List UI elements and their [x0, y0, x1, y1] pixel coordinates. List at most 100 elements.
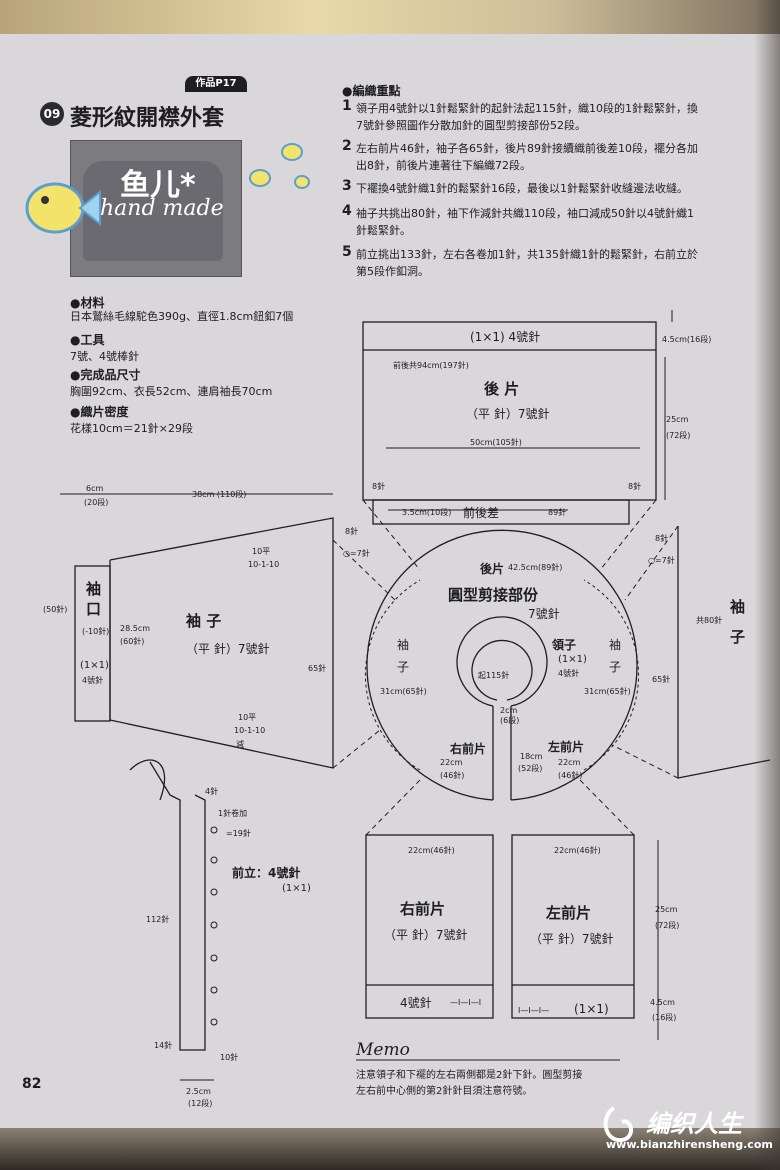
memo-heading: Memo — [356, 1040, 410, 1060]
right-front-pattern: （平 針）7號針 — [384, 928, 468, 942]
tools-heading: ●工具 — [70, 333, 105, 347]
left-front-width: 22cm(46針) — [554, 846, 601, 855]
right-sleeve-seam-mid: ○=7針 — [648, 556, 675, 565]
pattern-reference-tag: 作品P17 — [185, 76, 247, 92]
back-diff-right: 89針 — [548, 508, 567, 517]
instructions-heading: ●編織重點 — [342, 84, 401, 98]
yoke-sleeve-right-2: 子 — [609, 660, 622, 674]
gauge-text: 花樣10cm＝21針×29段 — [70, 422, 193, 435]
sleeve-top-width-rows: (20段) — [84, 498, 109, 507]
yoke-back-label: 後片 — [480, 562, 505, 576]
yoke-right-front-name: 右前片 — [450, 742, 487, 756]
collar-cast-on: 起115針 — [478, 671, 510, 680]
yoke-left-front-stitches: (46針) — [558, 771, 583, 780]
left-sleeve-stitches: 65針 — [308, 664, 327, 673]
right-sleeve-name-2: 子 — [730, 628, 746, 646]
instruction-step-number: 1 — [342, 98, 352, 114]
yoke-left-front-name: 左前片 — [548, 740, 585, 754]
yoke-sleeve-left-2: 子 — [397, 660, 410, 674]
yoke-height: 18cm — [520, 752, 543, 761]
sleeve-seam-top: 8針 — [345, 527, 359, 536]
site-logo-text: 编织人生 — [646, 1110, 742, 1138]
sleeve-seam-mid: ○=7針 — [343, 549, 370, 558]
instruction-step-text: 前立挑出133針，左右各卷加1針，共135針織1針的鬆緊針，右前立於 — [356, 248, 698, 261]
yoke-right-front-width: 22cm — [440, 758, 463, 767]
yoke-sleeve-left-stitches: 31cm(65針) — [380, 687, 427, 696]
yoke-height-rows: (52段) — [518, 764, 543, 773]
cuff-needle: 4號針 — [82, 676, 104, 685]
cuff-name-1: 袖 — [86, 580, 102, 598]
right-sleeve-pickup: 共80針 — [696, 616, 723, 625]
instruction-step-text: 針鬆緊針。 — [356, 224, 411, 237]
left-front-outline — [511, 834, 635, 1019]
yoke-left-front-width: 22cm — [558, 758, 581, 767]
back-piece-pattern: （平 針）7號針 — [466, 407, 550, 421]
instruction-step-number: 5 — [342, 244, 352, 260]
gauge-heading: ●織片密度 — [70, 405, 129, 419]
right-sleeve-name-1: 袖 — [730, 598, 746, 616]
site-url: www.bianzhirensheng.com — [606, 1138, 773, 1151]
band-end: 10針 — [220, 1053, 239, 1062]
instruction-step-text: 左右前片46針，袖子各65針，後片89針接續織前後差10段，襬分各加 — [356, 142, 698, 155]
watermark-script: hand made — [100, 196, 224, 221]
yoke-right-front-stitches: (46針) — [440, 771, 465, 780]
yoke-sleeve-right-1: 袖 — [609, 638, 622, 652]
band-buttonhole: =19針 — [226, 829, 251, 838]
site-logo-icon — [603, 1106, 633, 1142]
yoke-outline — [366, 529, 638, 801]
yoke-back-width: 42.5cm(89針) — [508, 563, 563, 572]
band-increase: 1針卷加 — [218, 809, 248, 818]
materials-heading: ●材料 — [70, 296, 105, 310]
page-number: 82 — [22, 1076, 42, 1092]
back-piece-name: 後 片 — [484, 380, 520, 398]
instruction-step-text: 領子用4號針以1針鬆緊針的起針法起115針，織10段的1針鬆緊針，換 — [356, 102, 698, 115]
collar-hole — [471, 639, 533, 701]
back-inc-right: 8針 — [628, 482, 642, 491]
cuff-count: (50針) — [43, 605, 68, 614]
watermark-text: 鱼儿* — [120, 168, 196, 203]
left-front-pattern: （平 針）7號針 — [530, 932, 614, 946]
left-sleeve-name: 袖 子 — [186, 612, 222, 630]
right-sleeve-seam-top: 8針 — [655, 534, 669, 543]
band-width: 2.5cm — [186, 1087, 211, 1096]
sleeve-dec-top: 10平 — [252, 547, 271, 556]
memo-line-1: 注意領子和下襬的左右兩側都是2針下針。圓型剪接 — [356, 1070, 583, 1081]
memo-line-2: 左右前中心側的第2針針目須注意符號。 — [356, 1086, 533, 1097]
band-length: 112針 — [146, 915, 170, 924]
yoke-needle: 7號針 — [528, 607, 560, 621]
collar-inner — [456, 616, 548, 707]
collar-name: 領子 — [552, 638, 577, 652]
front-rib-rows: (16段) — [652, 1013, 677, 1022]
cuff-rib: (1×1) — [80, 660, 109, 671]
right-front-outline — [365, 834, 494, 1019]
left-front-name: 左前片 — [546, 904, 592, 922]
sleeve-length: 38cm (110段) — [192, 490, 247, 499]
cuff-height: 28.5cm — [120, 624, 151, 633]
sleeve-dec-bottom-3: 減 — [236, 740, 244, 749]
materials-text: 日本鷲絲毛線駝色390g、直徑1.8cm鈕釦7個 — [70, 310, 294, 323]
tools-text: 7號、4號棒針 — [70, 350, 139, 363]
back-rib-length: 4.5cm(16段) — [662, 335, 712, 344]
yoke-name: 圓型剪接部份 — [448, 586, 539, 604]
band-top-stitches: 4針 — [205, 787, 219, 796]
front-height: 25cm — [655, 905, 678, 914]
instruction-step-text: 袖子共挑出80針，袖下作減針共織110段，袖口減成50針以4號針織1 — [356, 207, 694, 220]
instruction-step-text: 7號針參照圖作分散加針的圓型剪接部份52段。 — [356, 119, 586, 132]
cuff-height-rows: (60針) — [120, 637, 145, 646]
front-rib-height: 4.5cm — [650, 998, 675, 1007]
sleeve-dec-bottom-2: 10-1-10 — [234, 726, 266, 735]
page-bottom-edge — [0, 1128, 780, 1170]
right-sleeve-stitches: 65針 — [652, 675, 671, 684]
cuff-decrease: (-10針) — [82, 627, 110, 636]
instruction-step-text: 第5段作釦洞。 — [356, 265, 429, 278]
front-band-outline — [149, 761, 206, 1051]
right-front-rib: 4號針 — [400, 996, 432, 1010]
left-cuff-outline — [74, 565, 111, 722]
collar-rows: 2cm — [500, 706, 518, 715]
yoke-sleeve-left-1: 袖 — [397, 638, 410, 652]
instruction-step-number: 2 — [342, 138, 352, 154]
size-text: 胸圍92cm、衣長52cm、連肩袖長70cm — [70, 385, 273, 398]
garment-photo-shape — [83, 161, 223, 261]
